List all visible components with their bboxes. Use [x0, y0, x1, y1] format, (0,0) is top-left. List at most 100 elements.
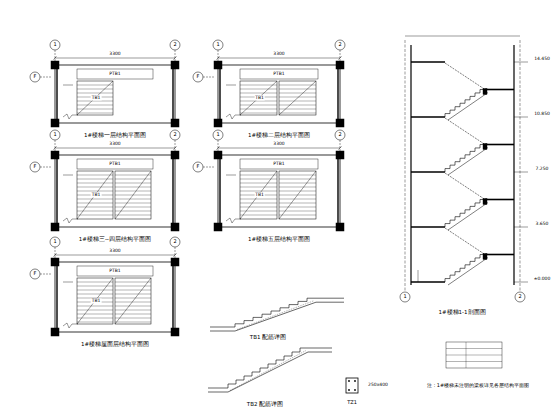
- floor-slab: [411, 61, 445, 63]
- landing-beam: [483, 199, 487, 205]
- tread-line: [240, 199, 277, 200]
- stair-flight: [77, 81, 113, 115]
- landing-beam: [483, 144, 487, 150]
- axis-line: [203, 77, 214, 78]
- tread-line: [240, 179, 277, 180]
- tread-line: [279, 89, 316, 90]
- member-tag: PTB1: [108, 72, 121, 77]
- tread-line: [77, 183, 113, 184]
- wall-line: [337, 65, 338, 123]
- stair-steps: [445, 200, 485, 228]
- tread-line: [115, 183, 151, 184]
- wall-line: [172, 155, 173, 227]
- dimension-tick: [54, 254, 57, 257]
- wall-line: [172, 65, 173, 123]
- tread-line: [77, 203, 113, 204]
- tread-line: [279, 211, 316, 212]
- tread-line: [77, 105, 113, 106]
- member-tag: TB1: [91, 193, 102, 198]
- stair-flight: [240, 171, 277, 219]
- tread-line: [77, 294, 113, 295]
- axis-bubble: [50, 237, 60, 247]
- tread-line: [279, 113, 316, 114]
- break-line: [226, 218, 241, 223]
- axis-number: 1: [52, 239, 57, 245]
- axis-line: [520, 40, 521, 292]
- stair-flight: [77, 171, 113, 219]
- elevation-text: 14.450: [533, 57, 551, 62]
- dimension-line: [55, 58, 175, 59]
- stair-flight: [115, 171, 151, 219]
- note-table: [446, 342, 502, 368]
- tread-line: [77, 318, 113, 319]
- tread-line: [77, 286, 113, 287]
- tread-line: [240, 93, 277, 94]
- tread-line: [77, 175, 113, 176]
- wall-line: [172, 262, 173, 332]
- stair-flight: [77, 278, 113, 324]
- axis-bubble: [213, 40, 223, 50]
- tread-line: [77, 322, 113, 323]
- tread-line: [279, 93, 316, 94]
- column: [51, 151, 59, 159]
- beam-line: [226, 175, 236, 176]
- member-tag: PTB1: [272, 72, 285, 77]
- tread-line: [279, 187, 316, 188]
- dimension-text: 3300: [108, 52, 121, 57]
- elevation-text: 10.850: [533, 112, 551, 117]
- tread-line: [240, 183, 277, 184]
- column: [336, 61, 344, 69]
- axis-letter: F: [33, 271, 38, 277]
- column: [171, 223, 179, 231]
- column: [171, 258, 179, 266]
- axis-line: [203, 167, 214, 168]
- column-line: [418, 270, 419, 282]
- tread-line: [77, 93, 113, 94]
- dimension-tick: [339, 147, 342, 150]
- tread-line: [279, 183, 316, 184]
- stair-slab-soffit: [448, 93, 488, 121]
- table-rule: [466, 342, 467, 368]
- tread-line: [115, 282, 151, 283]
- wall-line: [219, 155, 220, 227]
- tb2-soffit: [208, 392, 228, 393]
- tread-line: [115, 290, 151, 291]
- stair-flight: [279, 81, 316, 115]
- column: [214, 151, 222, 159]
- tread-line: [115, 207, 151, 208]
- landing-slab: [485, 144, 514, 146]
- axis-number: 1: [402, 294, 407, 300]
- tread-line: [77, 215, 113, 216]
- stair-slab-soffit: [448, 203, 488, 231]
- break-line: [63, 218, 78, 223]
- axis-bubble: [30, 269, 40, 279]
- stair-flight: [279, 171, 316, 219]
- rebar-line: [230, 351, 306, 391]
- axis-bubble: [30, 162, 40, 172]
- axis-number: 1: [215, 132, 220, 138]
- floor-slab: [411, 281, 445, 283]
- dimension-text: 3300: [108, 142, 121, 147]
- stair-steps: [445, 255, 485, 283]
- tb1-soffit: [210, 331, 235, 332]
- tread-line: [279, 85, 316, 86]
- member-tag: PTB1: [108, 269, 121, 274]
- wall-line: [513, 45, 514, 285]
- tread-line: [279, 191, 316, 192]
- tread-line: [115, 302, 151, 303]
- stair-steps: [445, 90, 485, 118]
- axis-bubble: [335, 130, 345, 140]
- level-leader: [514, 62, 528, 63]
- beam-line: [63, 282, 73, 283]
- tread-line: [115, 306, 151, 307]
- detail-title: TB1 配筋详图: [249, 334, 287, 340]
- axis-bubble: [30, 72, 40, 82]
- tread-line: [115, 294, 151, 295]
- axis-line: [218, 140, 219, 151]
- member-tag: PTB1: [108, 162, 121, 167]
- tread-line: [115, 314, 151, 315]
- axis-line: [340, 140, 341, 151]
- tread-line: [240, 175, 277, 176]
- detail-title: TB2 配筋详图: [246, 401, 284, 407]
- break-line: [226, 114, 241, 119]
